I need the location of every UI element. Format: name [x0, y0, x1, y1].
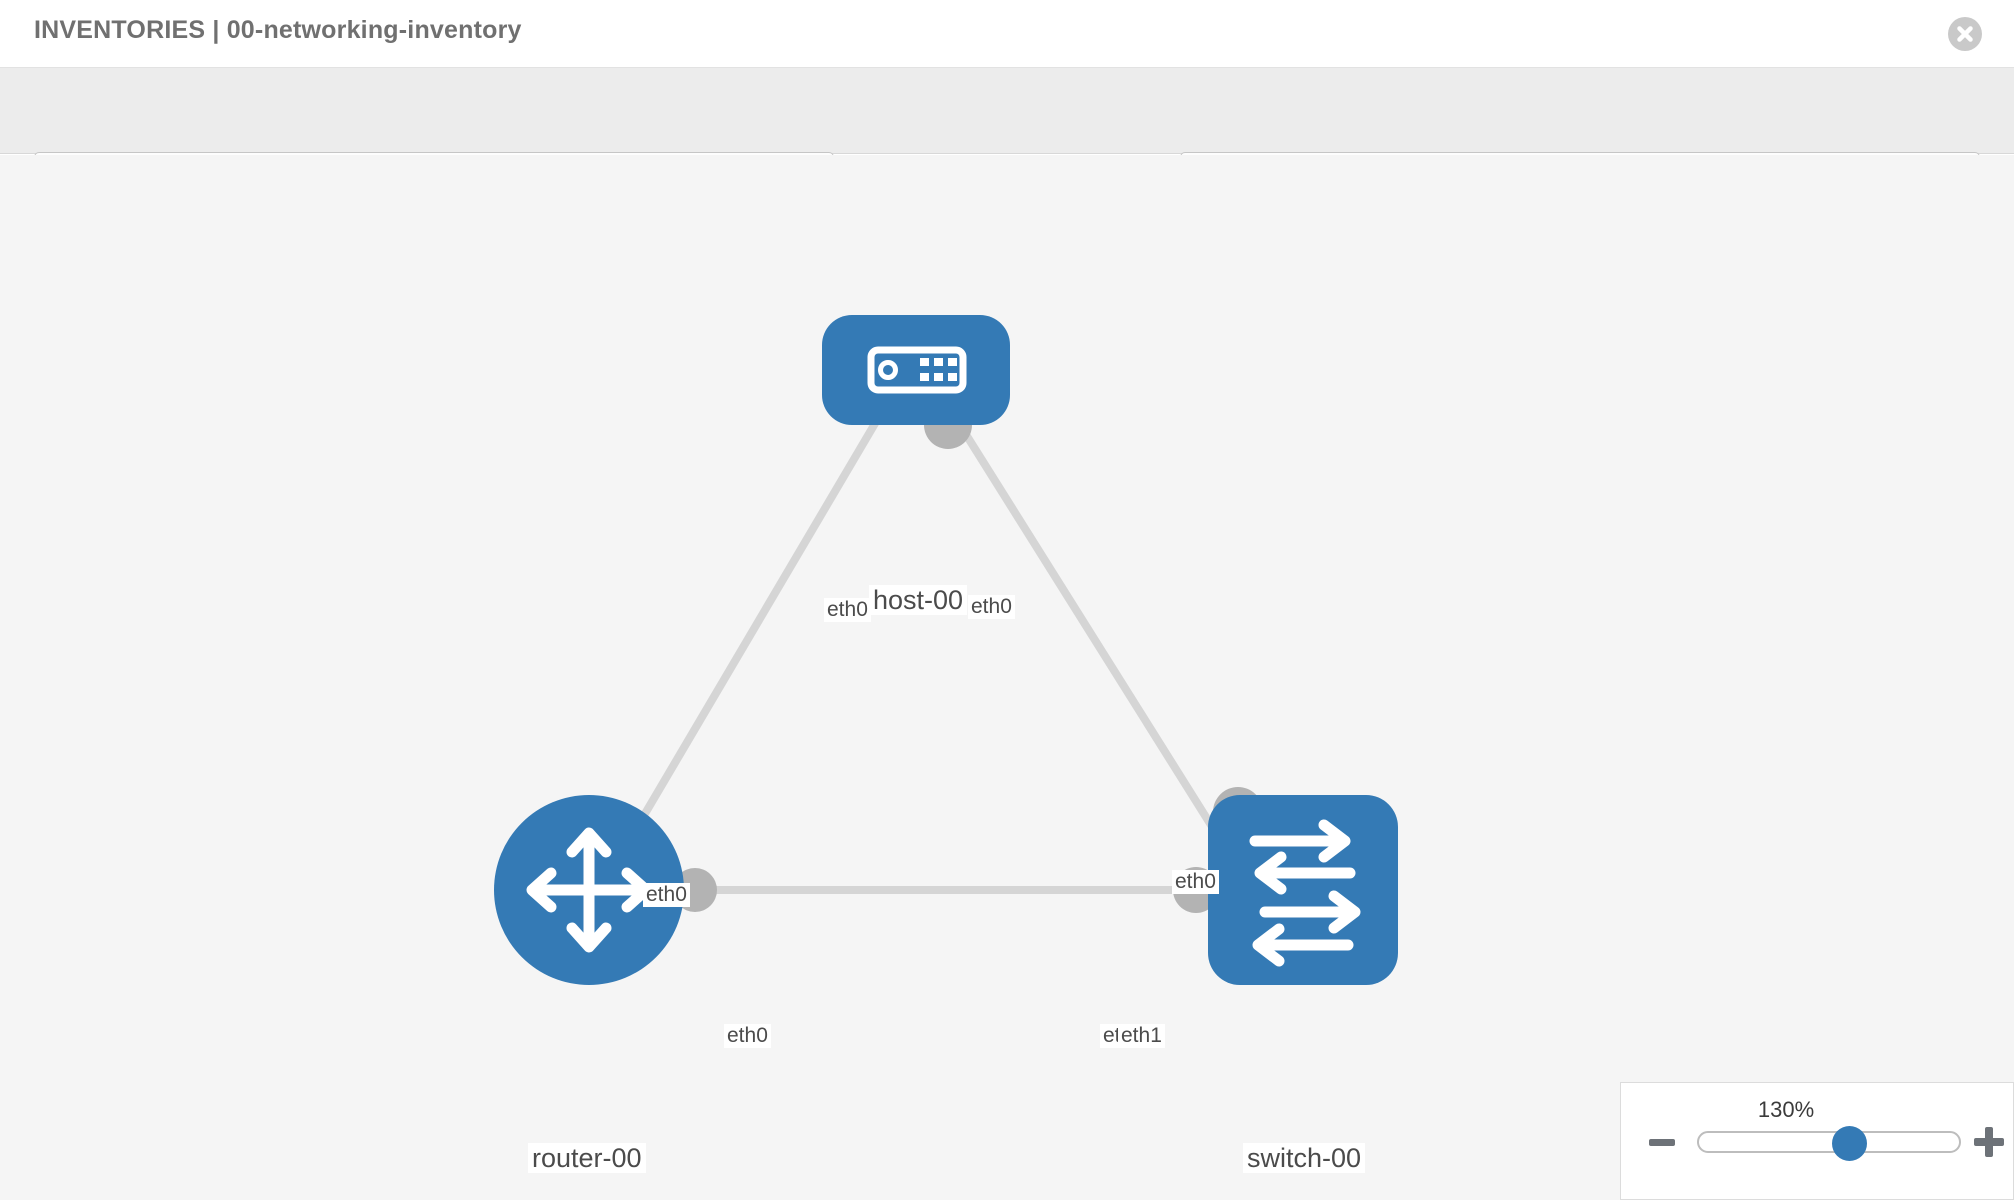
page-header: INVENTORIES | 00-networking-inventory	[0, 0, 2014, 68]
toolbar: ACTIONS SEARCH	[0, 68, 2014, 203]
server-icon-dots	[920, 358, 957, 381]
link-label-eth0: eth0	[724, 1024, 771, 1049]
node-label-switch-00: switch-00	[1243, 1143, 1366, 1174]
topology-canvas[interactable]: eth0 eth0 eth0 eth0 eth0 eth0 eth1 host-…	[0, 155, 2014, 1200]
zoom-in-button[interactable]	[1974, 1127, 2004, 1157]
node-host-00[interactable]	[822, 315, 1010, 425]
switch-arrows-icon	[1249, 819, 1361, 967]
zoom-control-panel: 130%	[1620, 1082, 2014, 1200]
link-label-eth0: eth0	[824, 598, 871, 623]
zoom-slider-thumb[interactable]	[1832, 1126, 1867, 1161]
link-label-eth0: eth0	[643, 883, 690, 908]
node-router-00[interactable]	[494, 795, 684, 985]
topology-edges	[596, 412, 1265, 903]
link-label-eth1: eth1	[1118, 1024, 1165, 1049]
node-label-host-00: host-00	[869, 585, 968, 616]
link-label-eth0: eth0	[968, 595, 1015, 620]
node-label-router-00: router-00	[528, 1143, 646, 1174]
node-switch-00[interactable]	[1208, 795, 1398, 985]
zoom-out-button[interactable]	[1649, 1139, 1675, 1146]
zoom-slider[interactable]	[1697, 1126, 1961, 1161]
link-label-eth0: eth0	[1172, 870, 1219, 895]
topology-graph	[494, 315, 1398, 985]
edge-host-switch	[951, 414, 1262, 903]
page-title: INVENTORIES | 00-networking-inventory	[34, 16, 522, 44]
close-icon[interactable]	[1948, 17, 1982, 51]
topology-connectors	[673, 401, 1263, 913]
zoom-level-value: 130%	[1757, 1097, 1815, 1122]
edge-host-router	[596, 412, 884, 893]
